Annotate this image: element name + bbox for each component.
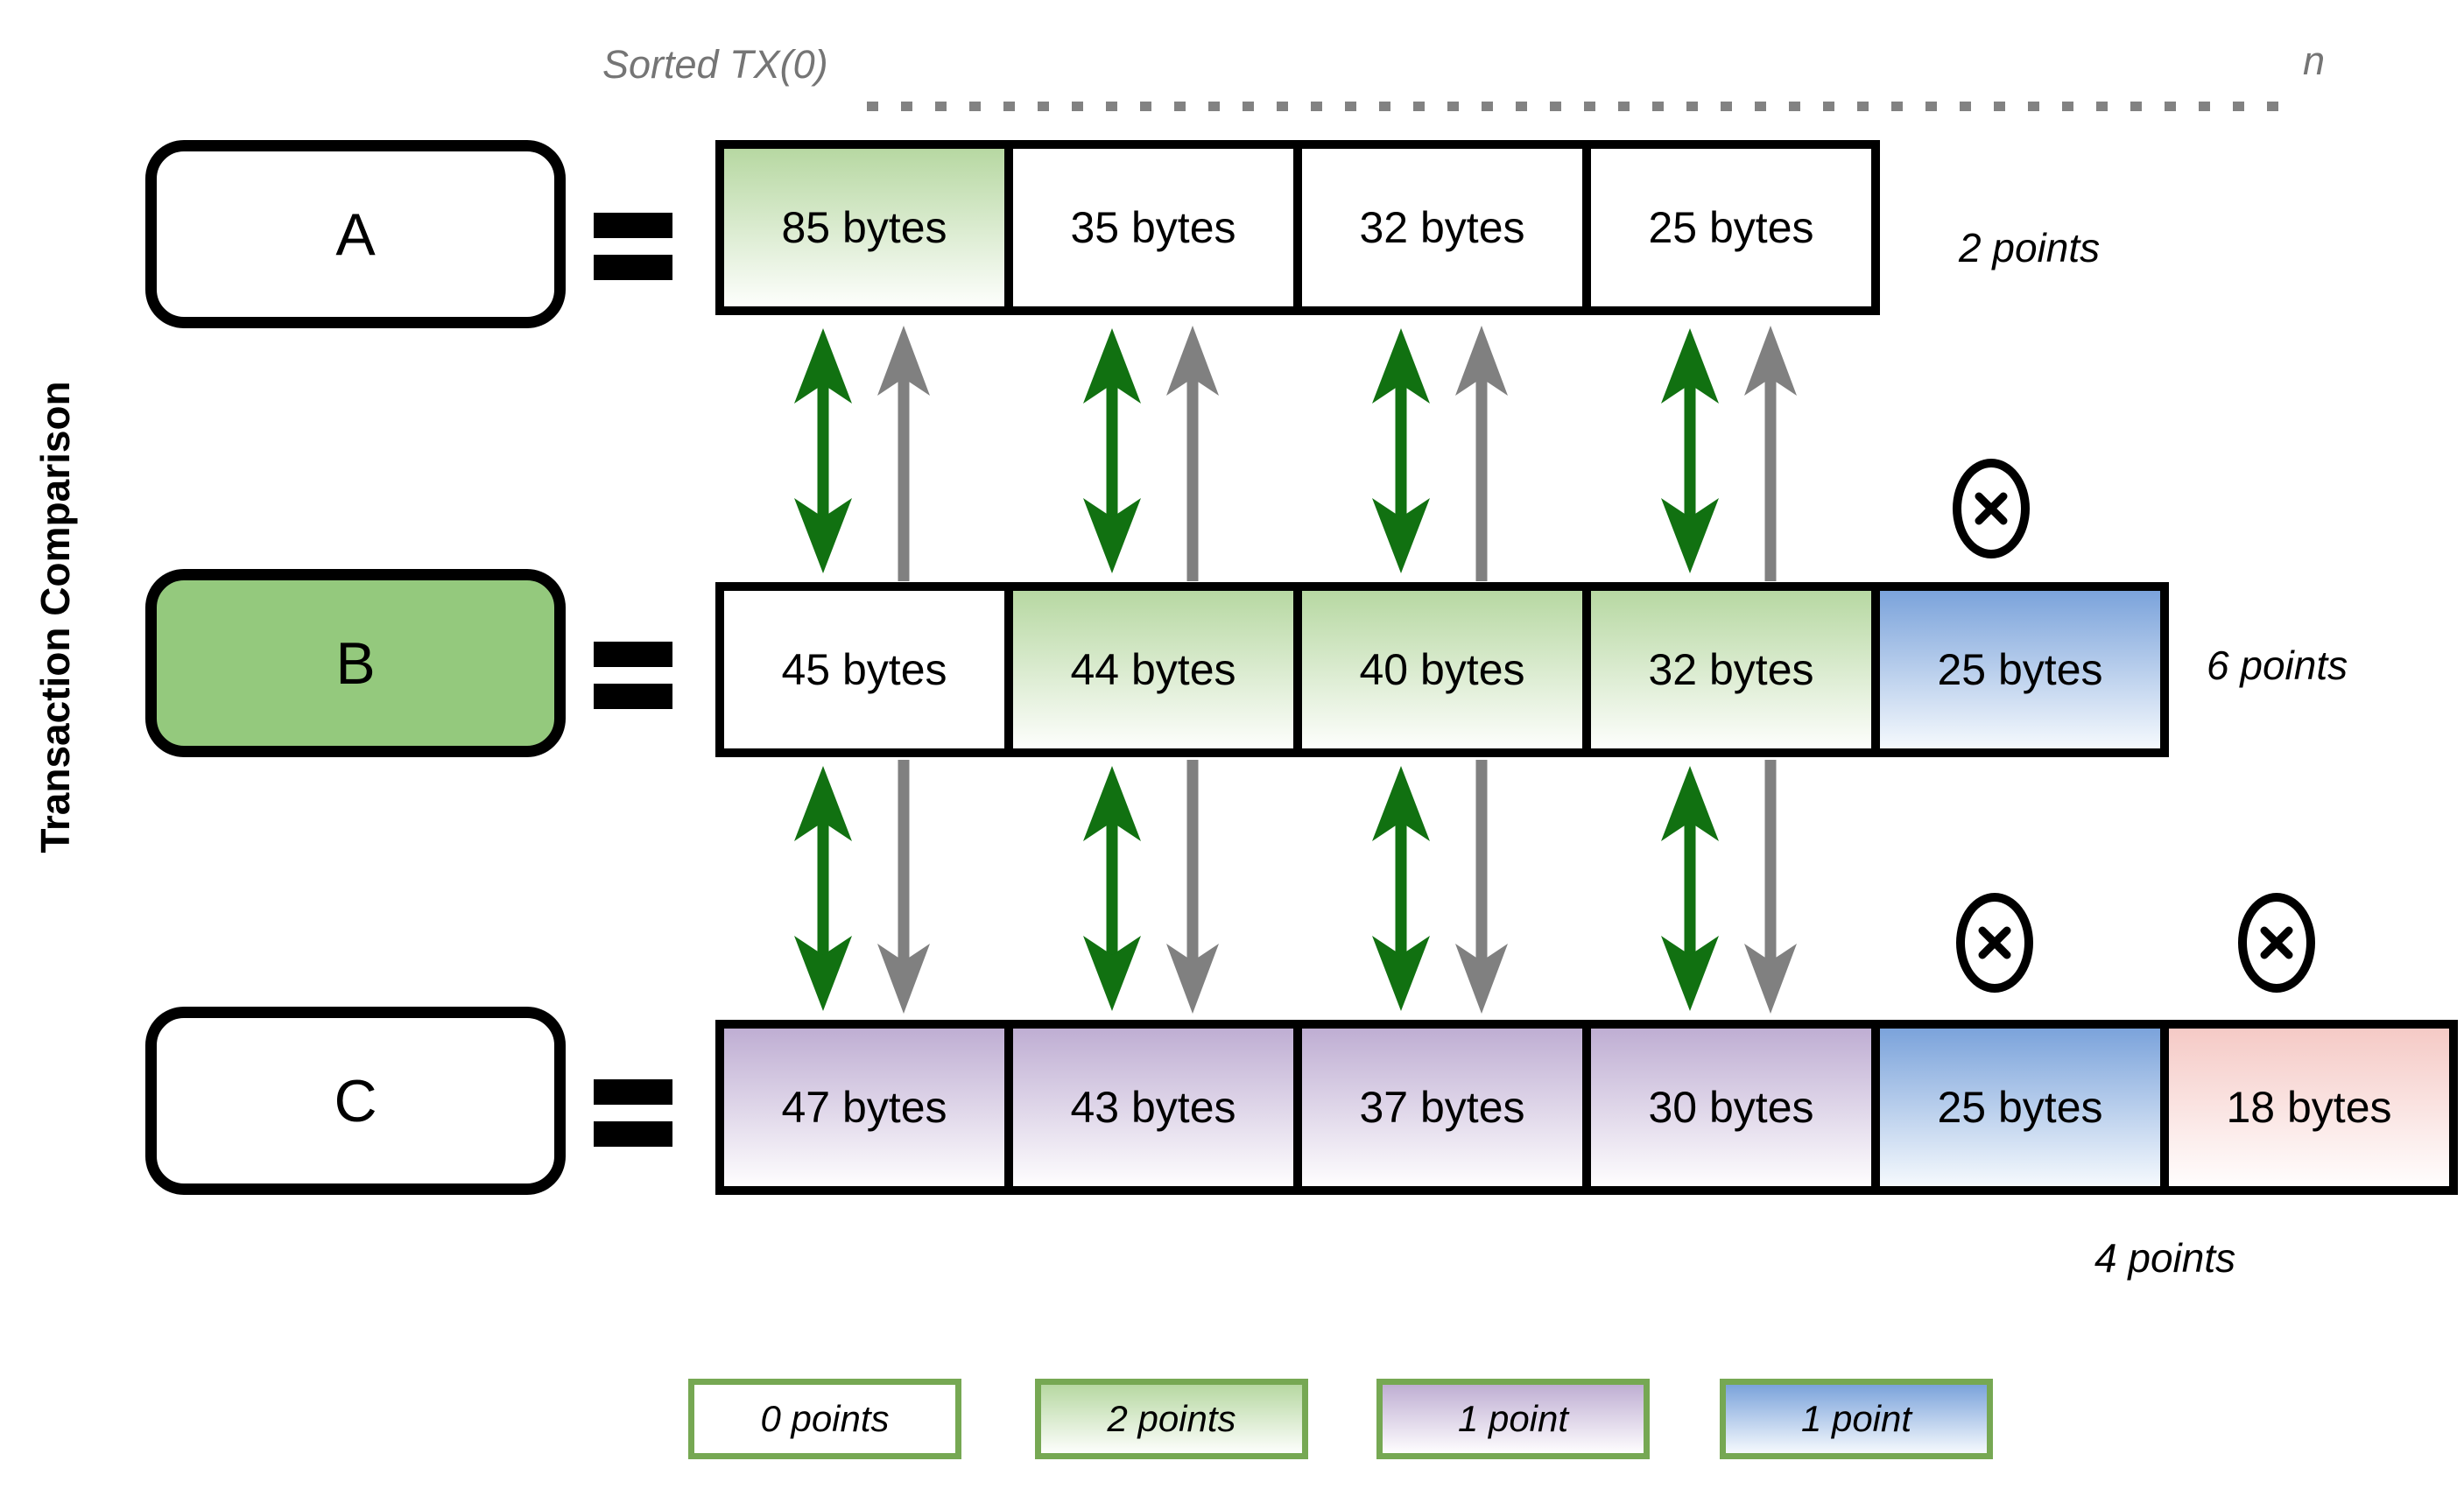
- block-c1: 47 bytes: [715, 1020, 1013, 1195]
- row-a-blocks: 85 bytes 35 bytes 32 bytes 25 bytes: [715, 140, 1880, 315]
- row-b-label-box: B: [145, 569, 566, 757]
- gray-down-arrow-bc-4: [1744, 760, 1797, 1014]
- exclusion-circle-c5: [1956, 893, 2033, 993]
- row-c-blocks: 47 bytes 43 bytes 37 bytes 30 bytes 25 b…: [715, 1020, 2458, 1195]
- diagram-title: Transaction Comparison: [32, 381, 78, 853]
- row-a-letter: A: [335, 200, 376, 268]
- block-a2: 35 bytes: [1004, 140, 1302, 315]
- row-c-label-box: C: [145, 1007, 566, 1195]
- block-a4: 25 bytes: [1582, 140, 1880, 315]
- block-c5: 25 bytes: [1871, 1020, 2169, 1195]
- equals-bar: [594, 255, 672, 280]
- legend-item-0-points: 0 points: [688, 1379, 961, 1459]
- block-c6: 18 bytes: [2160, 1020, 2458, 1195]
- equals-bar: [594, 684, 672, 709]
- axis-end-label: n: [2303, 39, 2326, 83]
- legend-item-1-point-purple: 1 point: [1376, 1379, 1650, 1459]
- block-b1: 45 bytes: [715, 582, 1013, 757]
- green-double-arrow-ab-4: [1661, 328, 1719, 573]
- block-c2: 43 bytes: [1004, 1020, 1302, 1195]
- x-mark-icon: [1978, 926, 2011, 959]
- gray-up-arrow-ab-2: [1166, 326, 1219, 581]
- row-b-blocks: 45 bytes 44 bytes 40 bytes 32 bytes 25 b…: [715, 582, 2169, 757]
- equals-bar: [594, 1079, 672, 1105]
- gray-up-arrow-ab-4: [1744, 326, 1797, 581]
- gray-up-arrow-ab-1: [877, 326, 930, 581]
- row-b-points-label: 6 points: [2207, 643, 2348, 688]
- green-double-arrow-ab-1: [794, 328, 852, 573]
- legend-item-2-points: 2 points: [1035, 1379, 1308, 1459]
- x-mark-icon: [1975, 492, 2008, 525]
- green-double-arrow-bc-4: [1661, 766, 1719, 1011]
- green-double-arrow-ab-2: [1083, 328, 1141, 573]
- gray-down-arrow-bc-1: [877, 760, 930, 1014]
- block-b2: 44 bytes: [1004, 582, 1302, 757]
- block-c3: 37 bytes: [1293, 1020, 1591, 1195]
- row-a-label-box: A: [145, 140, 566, 328]
- gray-down-arrow-bc-3: [1455, 760, 1508, 1014]
- x-mark-icon: [2260, 926, 2293, 959]
- equals-sign-c: [594, 1079, 672, 1147]
- axis-dotted-line: [867, 102, 2290, 111]
- block-a1: 85 bytes: [715, 140, 1013, 315]
- legend-item-1-point-blue: 1 point: [1720, 1379, 1993, 1459]
- row-a-points-label: 2 points: [1959, 225, 2101, 270]
- green-double-arrow-bc-1: [794, 766, 852, 1011]
- green-double-arrow-bc-2: [1083, 766, 1141, 1011]
- equals-bar: [594, 213, 672, 238]
- gray-down-arrow-bc-2: [1166, 760, 1219, 1014]
- block-b5: 25 bytes: [1871, 582, 2169, 757]
- row-b-letter: B: [335, 629, 376, 697]
- block-b4: 32 bytes: [1582, 582, 1880, 757]
- exclusion-circle-b5: [1953, 459, 2030, 558]
- row-c-points-label: 4 points: [2094, 1235, 2236, 1281]
- equals-sign-a: [594, 213, 672, 280]
- exclusion-circle-c6: [2238, 893, 2315, 993]
- equals-bar: [594, 1121, 672, 1147]
- equals-sign-b: [594, 642, 672, 709]
- block-c4: 30 bytes: [1582, 1020, 1880, 1195]
- block-a3: 32 bytes: [1293, 140, 1591, 315]
- green-double-arrow-bc-3: [1372, 766, 1430, 1011]
- axis-start-label: Sorted TX(0): [602, 42, 828, 87]
- gray-up-arrow-ab-3: [1455, 326, 1508, 581]
- row-c-letter: C: [334, 1067, 377, 1134]
- block-b3: 40 bytes: [1293, 582, 1591, 757]
- green-double-arrow-ab-3: [1372, 328, 1430, 573]
- equals-bar: [594, 642, 672, 667]
